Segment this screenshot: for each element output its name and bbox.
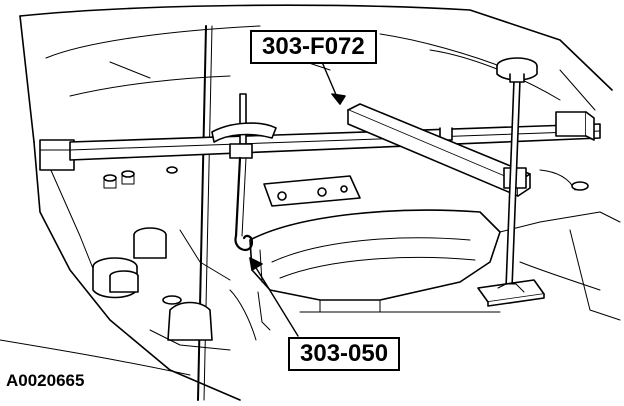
- lifting-hook-tool: [211, 93, 277, 252]
- callout-hook-tool: 303-050: [288, 337, 401, 371]
- support-bar-tool: [69, 111, 601, 161]
- cover-emblem: [263, 175, 361, 207]
- cross-beam: [347, 103, 531, 197]
- figure-id: A0020665: [6, 371, 85, 390]
- support-leg-with-knob: [477, 57, 545, 307]
- engine-cover: [249, 209, 501, 313]
- callout-leaders: [249, 61, 346, 337]
- callout-support-bar-tool: 303-F072: [250, 30, 377, 64]
- engine-bay-components: [92, 166, 271, 351]
- hood-underside: [19, 4, 613, 143]
- right-side-components: [499, 169, 621, 321]
- hood-prop-rod: [197, 25, 213, 401]
